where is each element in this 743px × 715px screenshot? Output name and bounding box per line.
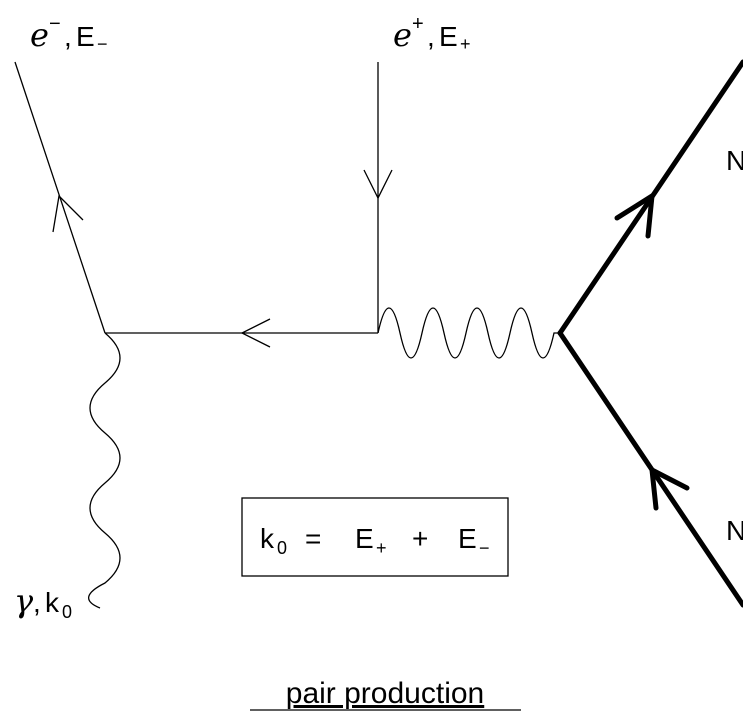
svg-text:,: , [427, 21, 435, 52]
svg-text:+: + [412, 13, 424, 35]
svg-text:0: 0 [277, 538, 287, 558]
diagram-caption: pair production [286, 677, 484, 710]
positron-label: e + , E + [393, 13, 471, 54]
svg-text:E: E [458, 523, 477, 554]
svg-text:,: , [64, 21, 72, 52]
svg-text:e: e [393, 16, 412, 54]
svg-text:0: 0 [62, 602, 72, 622]
electron-line [14, 61, 106, 334]
photon-label: γ , k 0 [14, 582, 72, 622]
svg-text:e: e [30, 16, 49, 54]
svg-text:−: − [97, 34, 108, 54]
svg-text:−: − [49, 13, 61, 35]
nucleus-label-top: N [726, 145, 743, 176]
svg-text:−: − [479, 538, 490, 558]
nucleus-arrow-outgoing [614, 191, 655, 239]
nucleus-lines [557, 59, 743, 608]
svg-text:=: = [305, 523, 321, 554]
svg-text:,: , [33, 587, 41, 618]
equation-border [241, 497, 509, 577]
svg-text:k: k [45, 587, 60, 618]
energy-equation-box: k 0 = E + + E − [241, 497, 509, 577]
svg-text:+: + [460, 34, 471, 54]
nucleus-label-bottom: N [726, 515, 743, 546]
incoming-photon-line [88, 332, 121, 609]
positron-line [363, 62, 393, 333]
internal-fermion-propagator [105, 318, 378, 348]
svg-text:E: E [76, 21, 95, 52]
positron-arrow [363, 169, 393, 200]
svg-text:k: k [260, 523, 275, 554]
virtual-photon-line [377, 307, 560, 359]
nucleus-arrow-incoming [649, 465, 690, 511]
svg-text:+: + [412, 523, 428, 554]
svg-text:E: E [355, 523, 374, 554]
svg-text:γ: γ [14, 582, 34, 620]
propagator-arrow [240, 318, 271, 348]
electron-arrow [52, 194, 84, 233]
electron-label: e − , E − [30, 13, 108, 54]
svg-text:+: + [376, 538, 387, 558]
svg-text:E: E [439, 21, 458, 52]
